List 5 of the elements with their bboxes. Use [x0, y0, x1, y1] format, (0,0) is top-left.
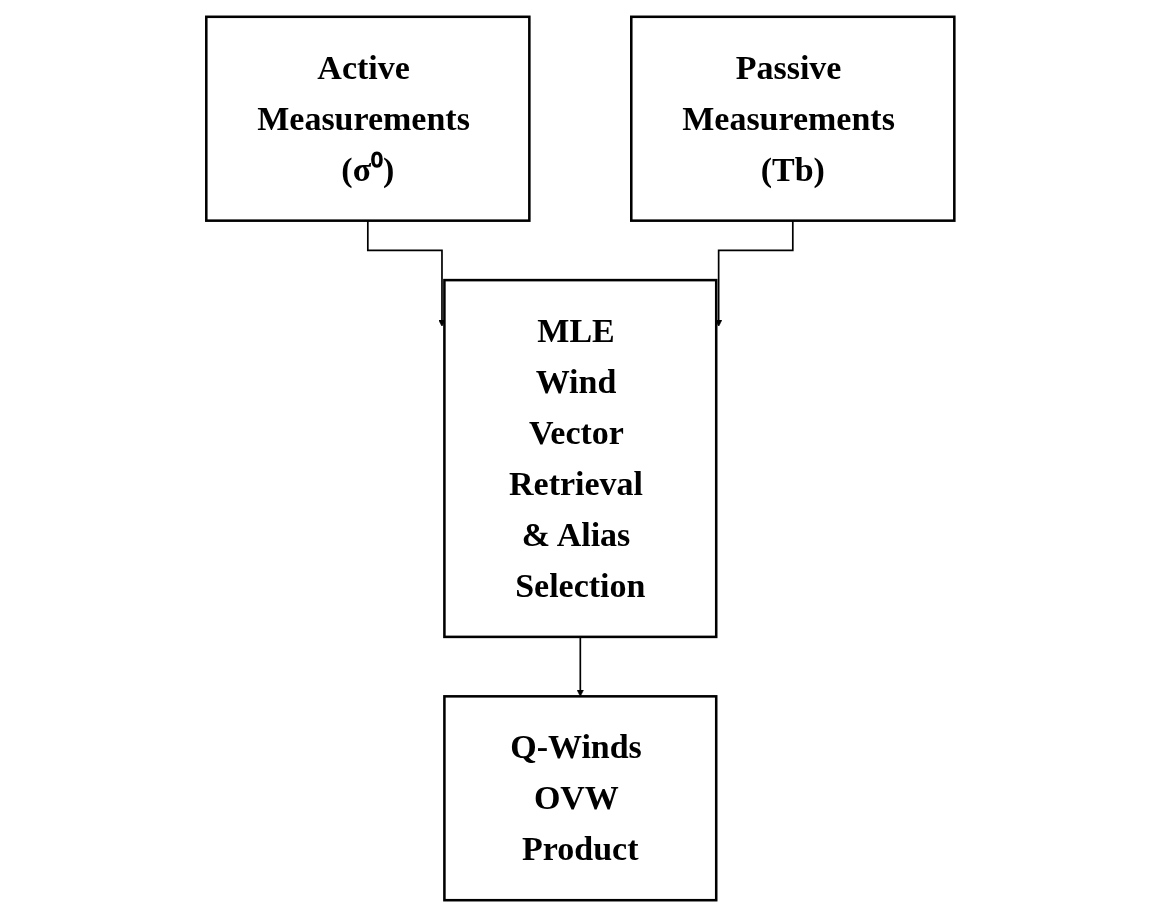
node-box: Q-Winds OVW Product — [443, 695, 718, 902]
node-box: MLE Wind Vector Retrieval & Alias Selection — [443, 278, 718, 639]
node-box: Active Measurements (σ⁰) — [205, 15, 531, 222]
arrow — [576, 636, 585, 697]
node-box: Passive Measurements (Tb) — [630, 15, 956, 222]
